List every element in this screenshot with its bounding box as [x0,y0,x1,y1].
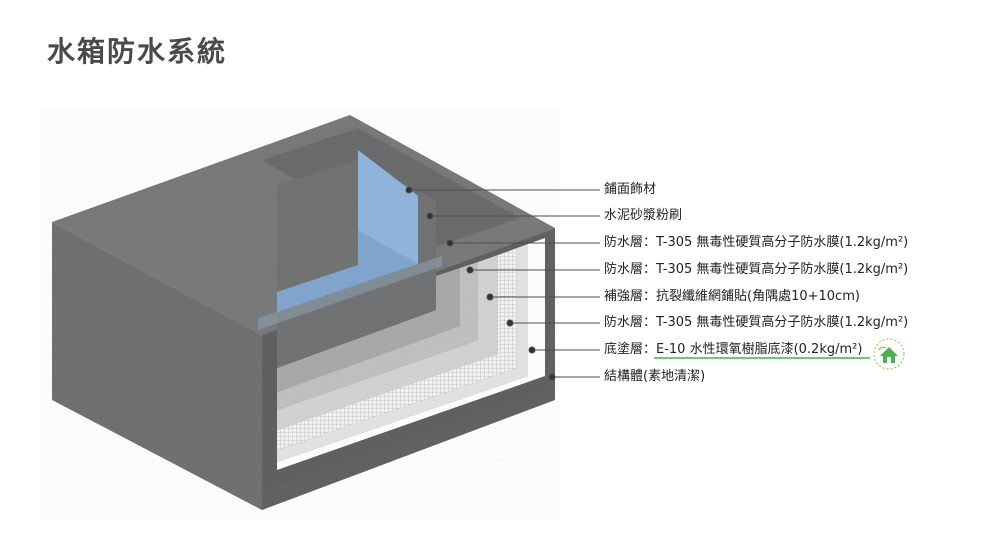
label-waterproof-3: 防水層：T-305 無毒性硬質高分子防水膜(1.2kg/m²) [604,315,909,330]
leader-lines [405,186,600,381]
label-waterproof-2: 防水層：T-305 無毒性硬質高分子防水膜(1.2kg/m²) [604,262,909,277]
label-primer: 底塗層：E-10 水性環氧樹脂底漆(0.2kg/m²) [604,342,863,357]
green-building-icon [873,338,905,370]
label-mortar: 水泥砂漿粉刷 [604,208,683,223]
concrete-texture [40,110,560,520]
label-reinforce: 補強層：抗裂纖維網鋪貼(角隅處10+10cm) [604,289,860,304]
page-title: 水箱防水系統 [47,35,228,68]
label-finish: 鋪面飾材 [604,182,657,197]
label-waterproof-1: 防水層：T-305 無毒性硬質高分子防水膜(1.2kg/m²) [604,235,909,250]
label-structure: 結構體(素地清潔) [604,369,706,384]
